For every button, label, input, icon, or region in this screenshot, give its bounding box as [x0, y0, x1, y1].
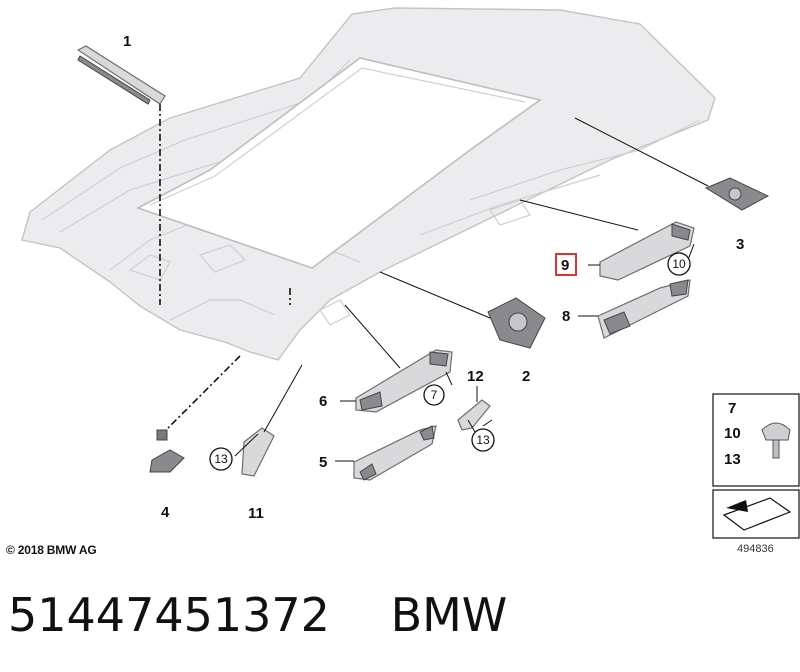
- callout-7-circle: [423, 384, 445, 406]
- callout-10-circle: [667, 252, 691, 276]
- callout-12: 12: [467, 368, 484, 385]
- callout-9: 9: [561, 257, 569, 274]
- callout-13-a: 13: [214, 452, 228, 466]
- callout-9-highlight: [555, 253, 577, 276]
- legend-item-13: 13: [724, 451, 741, 468]
- part-number: 51447451372: [8, 588, 330, 642]
- part-9-handle-bracket: [519, 199, 695, 281]
- callout-1: 1: [123, 33, 131, 50]
- callout-13-circle-a: [209, 447, 233, 471]
- part-2-pad: [379, 271, 546, 349]
- part-12-clip: [457, 399, 491, 431]
- part-6-handle-bracket: [344, 304, 453, 413]
- headliner: [21, 7, 716, 361]
- callout-13-b: 13: [476, 433, 490, 447]
- part-4-bracket: [149, 355, 241, 473]
- part-1-reinforcement-strip: [76, 45, 291, 305]
- parts-diagram: 1 2 3 4 5 6 8 11 12 9 10 7 13 13 7 10 13: [21, 7, 800, 539]
- legend-item-7: 7: [728, 400, 736, 417]
- callout-11: 11: [248, 505, 264, 522]
- callout-10: 10: [672, 257, 686, 271]
- part-11-cover: [241, 364, 303, 477]
- callout-6: 6: [319, 393, 327, 410]
- legend-item-10: 10: [724, 425, 741, 442]
- hardware-legend: [712, 393, 800, 539]
- callout-7: 7: [431, 388, 438, 402]
- part-5-grab-handle: [353, 425, 437, 481]
- callout-2: 2: [522, 368, 530, 385]
- part-footer: 51447451372 BMW: [8, 588, 507, 642]
- part-8-grab-handle: [597, 279, 691, 339]
- figure-number: 494836: [737, 543, 774, 555]
- part-brand: BMW: [390, 588, 508, 642]
- copyright-notice: © 2018 BMW AG: [6, 543, 97, 557]
- callout-5: 5: [319, 454, 327, 471]
- callout-8: 8: [562, 308, 570, 325]
- callout-4: 4: [161, 504, 170, 521]
- callout-3: 3: [736, 236, 744, 253]
- part-3-pad: [574, 117, 770, 211]
- callout-13-circle-b: [471, 428, 495, 452]
